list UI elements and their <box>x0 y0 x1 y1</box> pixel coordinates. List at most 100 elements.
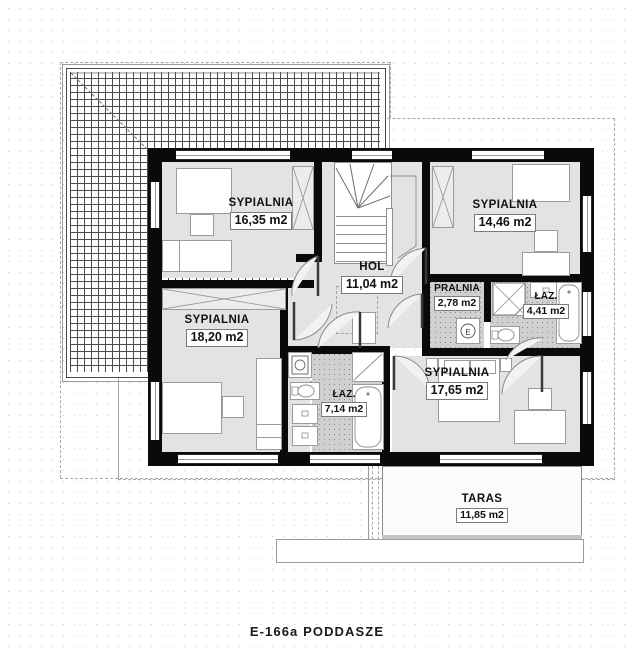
room-name: TARAS <box>461 493 503 505</box>
room-name: SYPIALNIA <box>424 367 490 379</box>
furniture-wardrobe-sypialnia3-top <box>162 288 286 310</box>
furniture-washer: E <box>456 318 480 344</box>
room-area: 17,65 m2 <box>425 381 489 400</box>
room-area: 11,85 m2 <box>456 507 508 523</box>
guide-horizontal-top <box>60 62 390 63</box>
wall-interior-v-hol-left <box>314 162 322 262</box>
window-right-1 <box>582 196 592 252</box>
stair-direction-arrow <box>390 175 417 259</box>
furniture-nightstand-sypialnia4-right <box>500 358 512 372</box>
label-lazienka-1: ŁAZ. 4,41 m2 <box>508 292 584 320</box>
terrace-guide-left-1 <box>372 466 373 540</box>
room-name: ŁAZ. <box>332 389 356 400</box>
stair-tread <box>336 208 388 217</box>
furniture-pillow-left <box>444 360 470 374</box>
label-pralnia: PRALNIA 2,78 m2 <box>424 283 490 312</box>
window-right-2 <box>582 292 592 336</box>
plan-caption: E-166a PODDASZE <box>249 624 385 639</box>
furniture-bed-sypialnia2 <box>512 164 570 202</box>
room-area: 2,78 m2 <box>433 296 481 312</box>
room-name: PRALNIA <box>434 283 480 294</box>
door-lazienka-1 <box>505 337 545 361</box>
wall-stub-hol-left <box>296 254 318 262</box>
terrace-floor <box>382 466 582 539</box>
fixture-sink-lazienka2-upper <box>292 404 318 424</box>
furniture-lamp-sypialnia4 <box>528 388 552 410</box>
furniture-bed <box>176 168 232 214</box>
stair-tread <box>336 244 388 253</box>
stair-tread <box>336 235 388 244</box>
fixture-washer-lazienka2 <box>288 352 312 378</box>
furniture-nightstand-sypialnia2 <box>534 230 558 252</box>
window-top-3 <box>472 150 544 160</box>
room-area: 4,41 m2 <box>522 304 570 320</box>
wall-interior-v-pralnia-lazienka <box>484 280 491 322</box>
window-bottom-1 <box>178 454 278 464</box>
stair-tread <box>336 217 388 226</box>
room-name: HOL <box>359 261 385 273</box>
room-area: 18,20 m2 <box>185 328 249 347</box>
terrace-apron <box>276 539 584 563</box>
stair-winder-lines <box>335 163 391 209</box>
window-top-1 <box>176 150 290 160</box>
room-area: 7,14 m2 <box>320 402 368 418</box>
fixture-shower-corner <box>492 282 526 316</box>
fixture-sink-lazienka2-lower <box>292 426 318 446</box>
guide-horizontal-bottom <box>60 478 613 479</box>
furniture-pillow-right <box>470 360 496 374</box>
stair-tread <box>336 226 388 235</box>
label-sypialnia-1: SYPIALNIA 16,35 m2 <box>196 197 326 230</box>
furniture-wardrobe-sypialnia1 <box>292 166 314 230</box>
terrace-edge-strip <box>382 535 582 539</box>
svg-text:E: E <box>465 328 470 337</box>
stair-tread <box>336 253 388 262</box>
fixture-toilet-lazienka2 <box>290 382 320 400</box>
fixture-toilet-lazienka1 <box>490 326 520 344</box>
wall-interior-h-sypialnia3-right <box>280 288 288 348</box>
window-left-1 <box>150 182 160 228</box>
window-bottom-3 <box>440 454 542 464</box>
room-area: 11,04 m2 <box>340 275 404 294</box>
room-area: 14,46 m2 <box>473 213 537 232</box>
window-top-2 <box>352 150 392 160</box>
door-sypialnia-1 <box>291 255 320 297</box>
furniture-chair <box>162 240 180 272</box>
furniture-nightstand <box>190 214 214 236</box>
guide-vertical-mid <box>390 62 391 118</box>
terrace-left-panel <box>148 466 369 540</box>
furniture-dresser-sypialnia4 <box>514 410 566 444</box>
wall-interior-h-lazienka2-top <box>280 346 390 354</box>
fixture-shower-lazienka2 <box>352 352 384 382</box>
wall-interior-h-sypialnia1-bottom <box>156 280 314 288</box>
label-sypialnia-2: SYPIALNIA 14,46 m2 <box>440 199 570 232</box>
door-lazienka-2 <box>317 311 362 349</box>
furniture-shelf-sypialnia3 <box>256 424 282 438</box>
furniture-bed-sypialnia3 <box>162 382 222 434</box>
furniture-nightstand-sypialnia4-left <box>426 358 438 372</box>
room-name: SYPIALNIA <box>472 199 538 211</box>
window-left-2 <box>150 382 160 440</box>
window-right-3 <box>582 372 592 424</box>
door-sypialnia-3 <box>292 302 333 341</box>
label-sypialnia-4: SYPIALNIA 17,65 m2 <box>392 367 522 400</box>
window-bottom-2 <box>310 454 380 464</box>
guide-vertical-far-left <box>60 62 61 478</box>
terrace-guide-left-2 <box>378 466 379 540</box>
furniture-wardrobe-sypialnia2 <box>432 166 454 228</box>
label-sypialnia-3: SYPIALNIA 18,20 m2 <box>152 314 282 347</box>
label-lazienka-2: ŁAZ. 7,14 m2 <box>306 389 382 418</box>
door-sypialnia-4-right <box>501 355 544 395</box>
door-pralnia <box>387 293 424 329</box>
wall-interior-h-pralnia-bottom <box>422 348 584 356</box>
label-taras: TARAS 11,85 m2 <box>412 493 552 523</box>
wall-interior-v-lazienka2-right <box>382 346 390 454</box>
furniture-nightstand-sypialnia3 <box>222 396 244 418</box>
wall-interior-h-sypialnia2-bottom <box>424 274 582 282</box>
wall-interior-v-lazienka2-left <box>280 346 288 454</box>
stair-rail <box>386 208 393 266</box>
furniture-hol-cabinet <box>352 312 376 344</box>
room-area: 16,35 m2 <box>229 211 293 230</box>
room-name: SYPIALNIA <box>228 197 294 209</box>
label-hol: HOL 11,04 m2 <box>322 261 422 294</box>
